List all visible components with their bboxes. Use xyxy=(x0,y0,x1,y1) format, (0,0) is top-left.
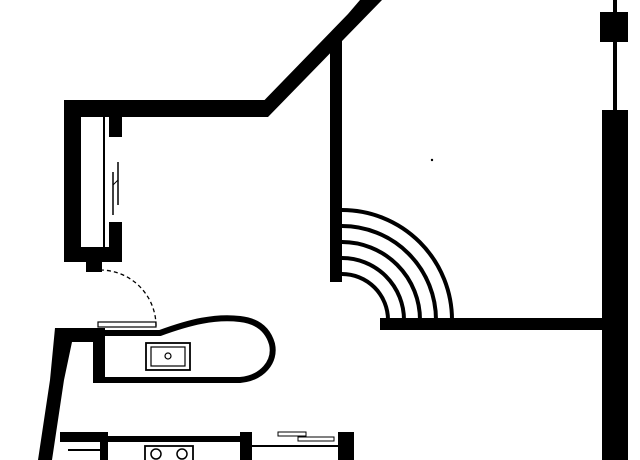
door-arc-icon xyxy=(99,269,157,327)
wall-right-column xyxy=(602,110,628,460)
stairs-icon xyxy=(341,208,454,321)
counter-top-strip xyxy=(97,321,157,328)
window-bottom xyxy=(277,431,335,442)
wall-bottom-mid xyxy=(108,436,248,442)
window-icon xyxy=(112,162,119,215)
wall-center-vertical xyxy=(330,40,342,282)
wall-bottom-right-post xyxy=(338,432,354,460)
wall-kitchen-left xyxy=(38,328,105,460)
wall-bottom-left-a xyxy=(60,432,100,442)
wall-stub-upper xyxy=(109,117,122,137)
wall-bottom-left-b xyxy=(100,432,108,460)
wall-left-return-bottom xyxy=(64,247,122,262)
wall-top-left xyxy=(64,100,266,117)
wall-horizontal-right xyxy=(380,318,602,330)
wall-stub-lower xyxy=(109,222,122,252)
wall-bottom-mid-post xyxy=(240,432,252,460)
kitchen-counter xyxy=(93,315,276,383)
stove-icon xyxy=(144,445,194,460)
wall-left-outer xyxy=(64,100,81,262)
sink-icon xyxy=(145,342,191,371)
door-jamb xyxy=(86,255,102,272)
wall-diagonal xyxy=(248,0,382,117)
counter-fill-left xyxy=(93,333,105,383)
dot-mark xyxy=(430,158,434,162)
